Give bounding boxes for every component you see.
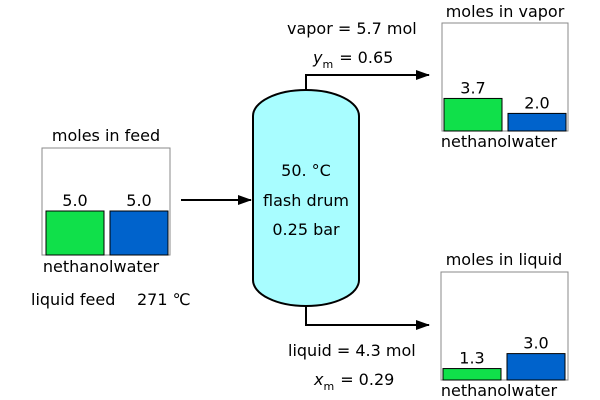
liquid-amount: liquid = 4.3 mol — [288, 341, 416, 360]
liquid-panel-category-label: nethanolwater — [441, 381, 558, 400]
liquid-fraction-symbol: x — [313, 370, 324, 389]
liquid-moles-panel: moles in liquid nethanolwater 1.3 3.0 — [440, 250, 569, 400]
vapor-fraction: ym = 0.65 — [312, 48, 393, 71]
vapor-panel-category-label: nethanolwater — [441, 132, 558, 151]
vapor-amount: vapor = 5.7 mol — [287, 19, 417, 38]
liquid-water-value-label: 3.0 — [523, 334, 548, 353]
liquid-fraction-subscript: m — [323, 380, 334, 393]
feed-water-value-label: 5.0 — [126, 191, 151, 210]
liquid-water-bar — [506, 353, 566, 381]
feed-water-bar — [109, 210, 169, 256]
flash-drum-vessel — [252, 89, 360, 307]
feed-note-label: liquid feed — [31, 290, 115, 309]
feed-methanol-value-label: 5.0 — [62, 191, 87, 210]
feed-methanol-bar — [45, 210, 105, 256]
vapor-water-bar — [507, 112, 567, 132]
vapor-fraction-value: = 0.65 — [339, 48, 393, 67]
vapor-methanol-bar — [443, 97, 503, 132]
drum-temperature: 50. °C — [281, 161, 331, 180]
drum-pressure: 0.25 bar — [272, 220, 340, 239]
vapor-panel-title: moles in vapor — [446, 2, 565, 21]
liquid-methanol-value-label: 1.3 — [459, 349, 484, 368]
liquid-fraction: xm = 0.29 — [313, 370, 394, 393]
liquid-methanol-bar — [442, 368, 502, 381]
vapor-outlet-arrow — [305, 70, 430, 91]
liquid-fraction-value: = 0.29 — [340, 370, 394, 389]
liquid-panel-title: moles in liquid — [446, 250, 563, 269]
feed-panel-title: moles in feed — [52, 126, 160, 145]
liquid-outlet-arrow — [305, 305, 430, 330]
vapor-water-value-label: 2.0 — [524, 93, 549, 112]
vapor-fraction-symbol: y — [312, 48, 323, 67]
vapor-moles-panel: moles in vapor nethanolwater 3.7 2.0 — [441, 2, 569, 151]
drum-label: flash drum — [263, 191, 349, 210]
vapor-fraction-subscript: m — [322, 58, 333, 71]
feed-moles-panel: moles in feed nethanolwater 5.0 5.0 — [41, 126, 171, 276]
vapor-methanol-value-label: 3.7 — [460, 78, 485, 97]
feed-note-temperature: 271 ℃ — [137, 290, 191, 309]
feed-panel-category-label: nethanolwater — [43, 257, 160, 276]
